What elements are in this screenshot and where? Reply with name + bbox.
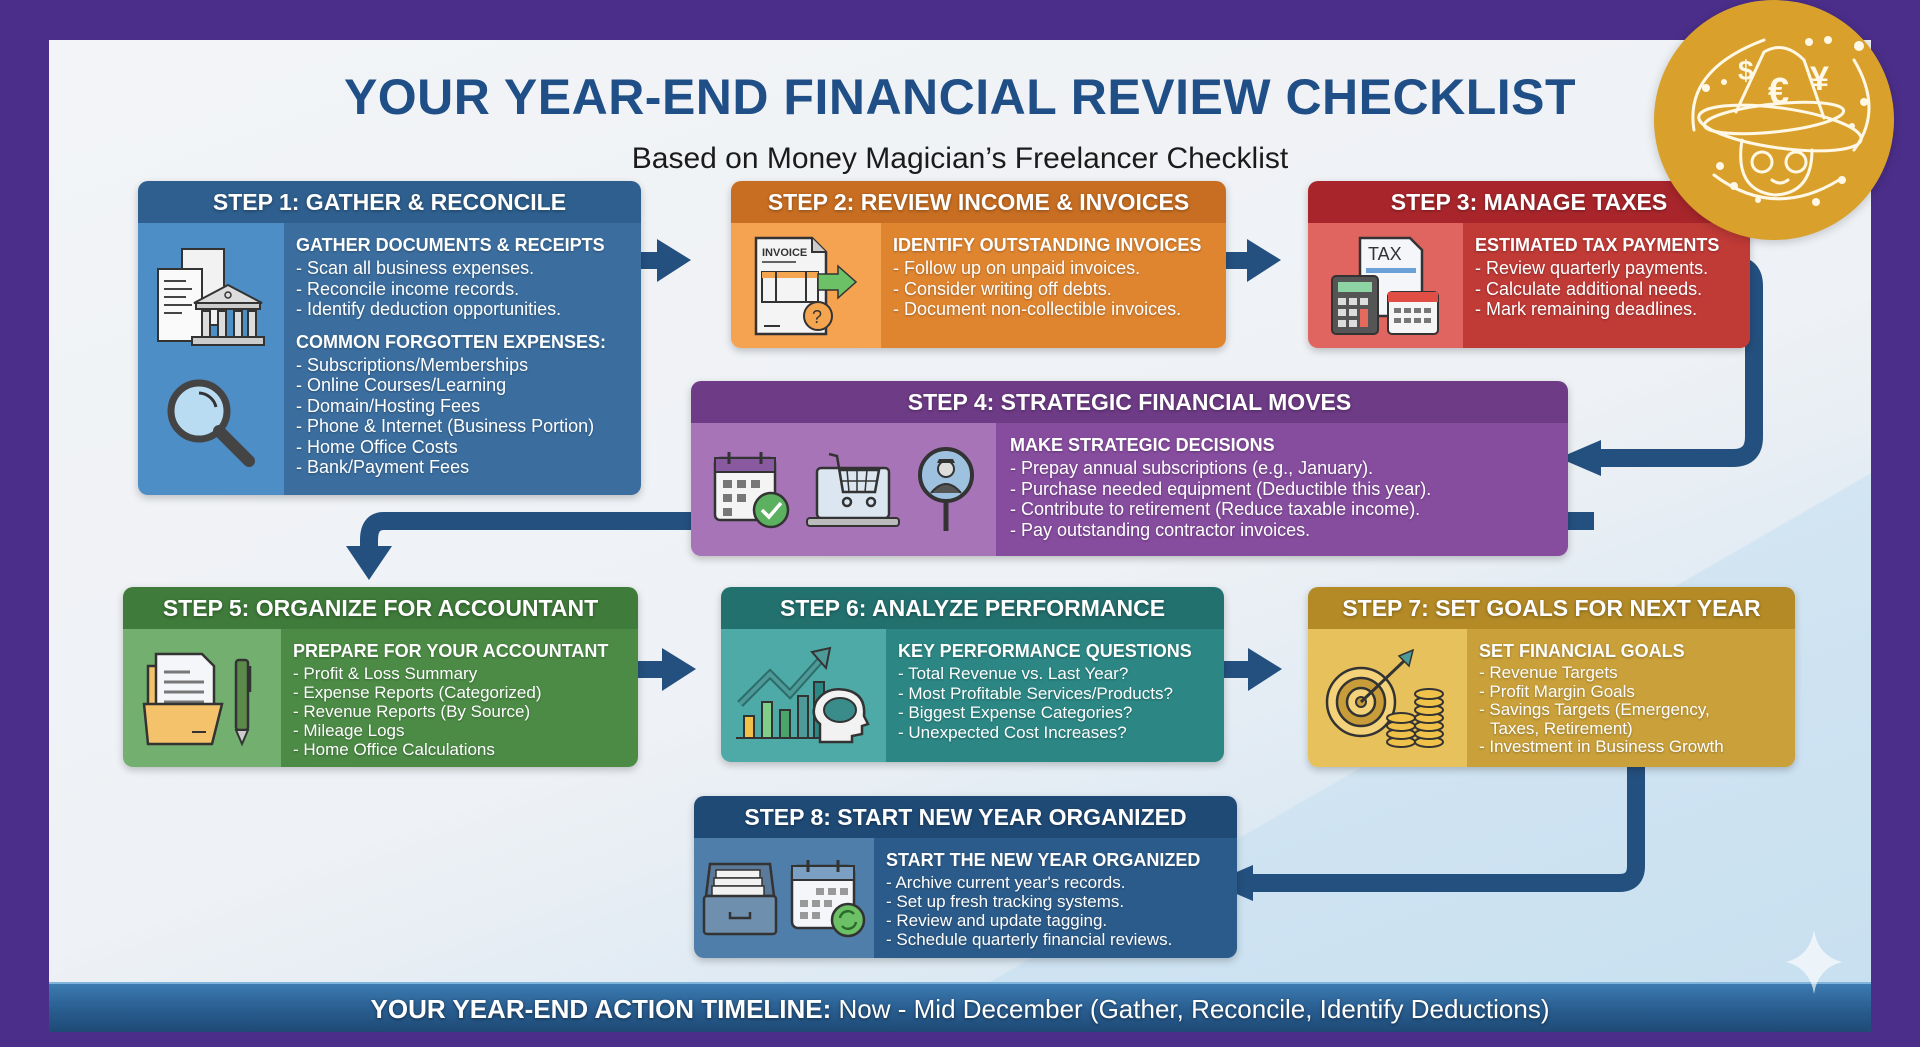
list-item: - Most Profitable Services/Products? bbox=[898, 683, 1173, 703]
svg-text:€: € bbox=[1768, 71, 1789, 113]
list-item: - Domain/Hosting Fees bbox=[296, 395, 481, 416]
list-item: - Prepay annual subscriptions (e.g., Jan… bbox=[1010, 458, 1374, 478]
step-1-card: STEP 1: GATHER & RECONCILE bbox=[138, 181, 641, 495]
list-item: - Profit Margin Goals bbox=[1479, 681, 1635, 701]
list-item: - Bank/Payment Fees bbox=[296, 457, 470, 477]
list-item: - Mileage Logs bbox=[293, 721, 405, 740]
tax-calculator-calendar-icon: TAX bbox=[1330, 236, 1439, 335]
receipts-bank-icon bbox=[157, 248, 265, 346]
section-heading: GATHER DOCUMENTS & RECEIPTS bbox=[296, 235, 605, 255]
list-item: - Identify deduction opportunities. bbox=[296, 299, 562, 319]
step-title: STEP 1: GATHER & RECONCILE bbox=[138, 181, 641, 223]
file-drawer-icon bbox=[702, 862, 778, 936]
list-item: Taxes, Retirement) bbox=[1490, 718, 1633, 738]
list-item: - Profit & Loss Summary bbox=[293, 664, 478, 683]
list-item: - Contribute to retirement (Reduce taxab… bbox=[1010, 499, 1421, 519]
list-item: - Online Courses/Learning bbox=[296, 375, 507, 395]
growth-chart-brain-icon bbox=[735, 646, 870, 743]
action-timeline-banner: YOUR YEAR-END ACTION TIMELINE: Now - Mid… bbox=[49, 982, 1871, 1032]
step-title: STEP 2: REVIEW INCOME & INVOICES bbox=[731, 181, 1226, 223]
list-item: - Document non-collectible invoices. bbox=[893, 299, 1182, 319]
section-heading: SET FINANCIAL GOALS bbox=[1479, 641, 1685, 661]
list-item: - Total Revenue vs. Last Year? bbox=[898, 664, 1129, 683]
money-wizard-icon: $ € ¥ bbox=[1691, 36, 1871, 206]
list-item: - Review and update tagging. bbox=[886, 911, 1108, 930]
svg-text:INVOICE: INVOICE bbox=[762, 247, 807, 259]
step-title: STEP 3: MANAGE TAXES bbox=[1308, 181, 1750, 223]
section-heading: ESTIMATED TAX PAYMENTS bbox=[1475, 235, 1720, 255]
target-coins-icon bbox=[1325, 648, 1444, 748]
magnifying-glass-icon bbox=[167, 379, 255, 467]
step-7-card: STEP 7: SET GOALS FOR NEXT YEAR SE bbox=[1308, 587, 1795, 767]
list-item: - Expense Reports (Categorized) bbox=[293, 683, 542, 702]
step-title: STEP 4: STRATEGIC FINANCIAL MOVES bbox=[691, 381, 1568, 423]
list-item: - Home Office Calculations bbox=[293, 740, 495, 759]
step-title: STEP 8: START NEW YEAR ORGANIZED bbox=[694, 796, 1237, 838]
list-item: - Scan all business expenses. bbox=[296, 258, 535, 278]
step-title: STEP 7: SET GOALS FOR NEXT YEAR bbox=[1308, 587, 1795, 629]
step-6-card: STEP 6: ANALYZE PERFORMANCE bbox=[721, 587, 1224, 762]
list-item: - Purchase needed equipment (Deductible … bbox=[1010, 478, 1432, 499]
step-title: STEP 5: ORGANIZE FOR ACCOUNTANT bbox=[123, 587, 638, 629]
timeline-label: YOUR YEAR-END ACTION TIMELINE: bbox=[370, 994, 832, 1024]
list-item: - Revenue Reports (By Source) bbox=[293, 702, 531, 721]
list-item: - Unexpected Cost Increases? bbox=[898, 722, 1127, 742]
list-item: - Pay outstanding contractor invoices. bbox=[1010, 519, 1311, 540]
list-item: - Calculate additional needs. bbox=[1475, 278, 1703, 299]
step-3-card: STEP 3: MANAGE TAXES TAX ESTIMATED TAX bbox=[1308, 181, 1750, 348]
svg-text:TAX: TAX bbox=[1368, 244, 1402, 264]
list-item: - Revenue Targets bbox=[1479, 663, 1618, 682]
infographic-canvas: YOUR YEAR-END FINANCIAL REVIEW CHECKLIST… bbox=[49, 40, 1871, 1032]
section-heading: COMMON FORGOTTEN EXPENSES: bbox=[296, 331, 607, 352]
page-title: YOUR YEAR-END FINANCIAL REVIEW CHECKLIST bbox=[343, 69, 1577, 125]
section-heading: MAKE STRATEGIC DECISIONS bbox=[1010, 435, 1275, 455]
svg-text:?: ? bbox=[812, 307, 822, 327]
list-item: - Investment in Business Growth bbox=[1479, 737, 1724, 756]
list-item: - Set up fresh tracking systems. bbox=[886, 892, 1125, 911]
list-item: - Consider writing off debts. bbox=[893, 278, 1112, 299]
list-item: - Biggest Expense Categories? bbox=[898, 703, 1133, 722]
folder-documents-pen-icon bbox=[142, 652, 252, 747]
calendar-check-icon bbox=[713, 451, 789, 528]
list-item: - Follow up on unpaid invoices. bbox=[893, 258, 1141, 278]
section-heading: START THE NEW YEAR ORGANIZED bbox=[886, 850, 1201, 870]
list-item: - Savings Targets (Emergency, bbox=[1479, 700, 1710, 719]
svg-text:$: $ bbox=[1738, 55, 1754, 86]
sparkle-icon bbox=[1786, 930, 1842, 994]
list-item: - Phone & Internet (Business Portion) bbox=[296, 416, 595, 436]
contractor-search-icon bbox=[917, 446, 974, 531]
section-heading: PREPARE FOR YOUR ACCOUNTANT bbox=[293, 641, 609, 661]
step-4-card: STEP 4: STRATEGIC FINANCIAL MOVES bbox=[691, 381, 1568, 556]
page-subtitle: Based on Money Magician’s Freelancer Che… bbox=[631, 142, 1289, 175]
list-item: - Home Office Costs bbox=[296, 436, 458, 457]
svg-text:¥: ¥ bbox=[1810, 60, 1829, 98]
list-item: - Mark remaining deadlines. bbox=[1475, 299, 1698, 319]
money-wizard-badge: $ € ¥ bbox=[1654, 0, 1894, 240]
step-8-card: STEP 8: START NEW YEAR ORGANIZED bbox=[694, 796, 1237, 958]
list-item: - Reconcile income records. bbox=[296, 278, 520, 299]
list-item: - Schedule quarterly financial reviews. bbox=[886, 930, 1173, 949]
list-item: - Review quarterly payments. bbox=[1475, 258, 1709, 278]
invoice-icon: INVOICE ? bbox=[754, 236, 858, 335]
laptop-cart-icon bbox=[805, 452, 900, 527]
timeline-text: Now - Mid December (Gather, Reconcile, I… bbox=[831, 994, 1550, 1024]
list-item: - Subscriptions/Memberships bbox=[296, 354, 529, 375]
step-2-card: STEP 2: REVIEW INCOME & INVOICES INVOICE… bbox=[731, 181, 1226, 348]
calendar-refresh-icon bbox=[790, 860, 866, 938]
section-heading: IDENTIFY OUTSTANDING INVOICES bbox=[893, 235, 1202, 255]
list-item: - Archive current year's records. bbox=[886, 873, 1126, 892]
section-heading: KEY PERFORMANCE QUESTIONS bbox=[898, 641, 1192, 661]
step-title: STEP 6: ANALYZE PERFORMANCE bbox=[721, 587, 1224, 629]
step-5-card: STEP 5: ORGANIZE FOR ACCOUNTANT PREPARE … bbox=[123, 587, 638, 767]
